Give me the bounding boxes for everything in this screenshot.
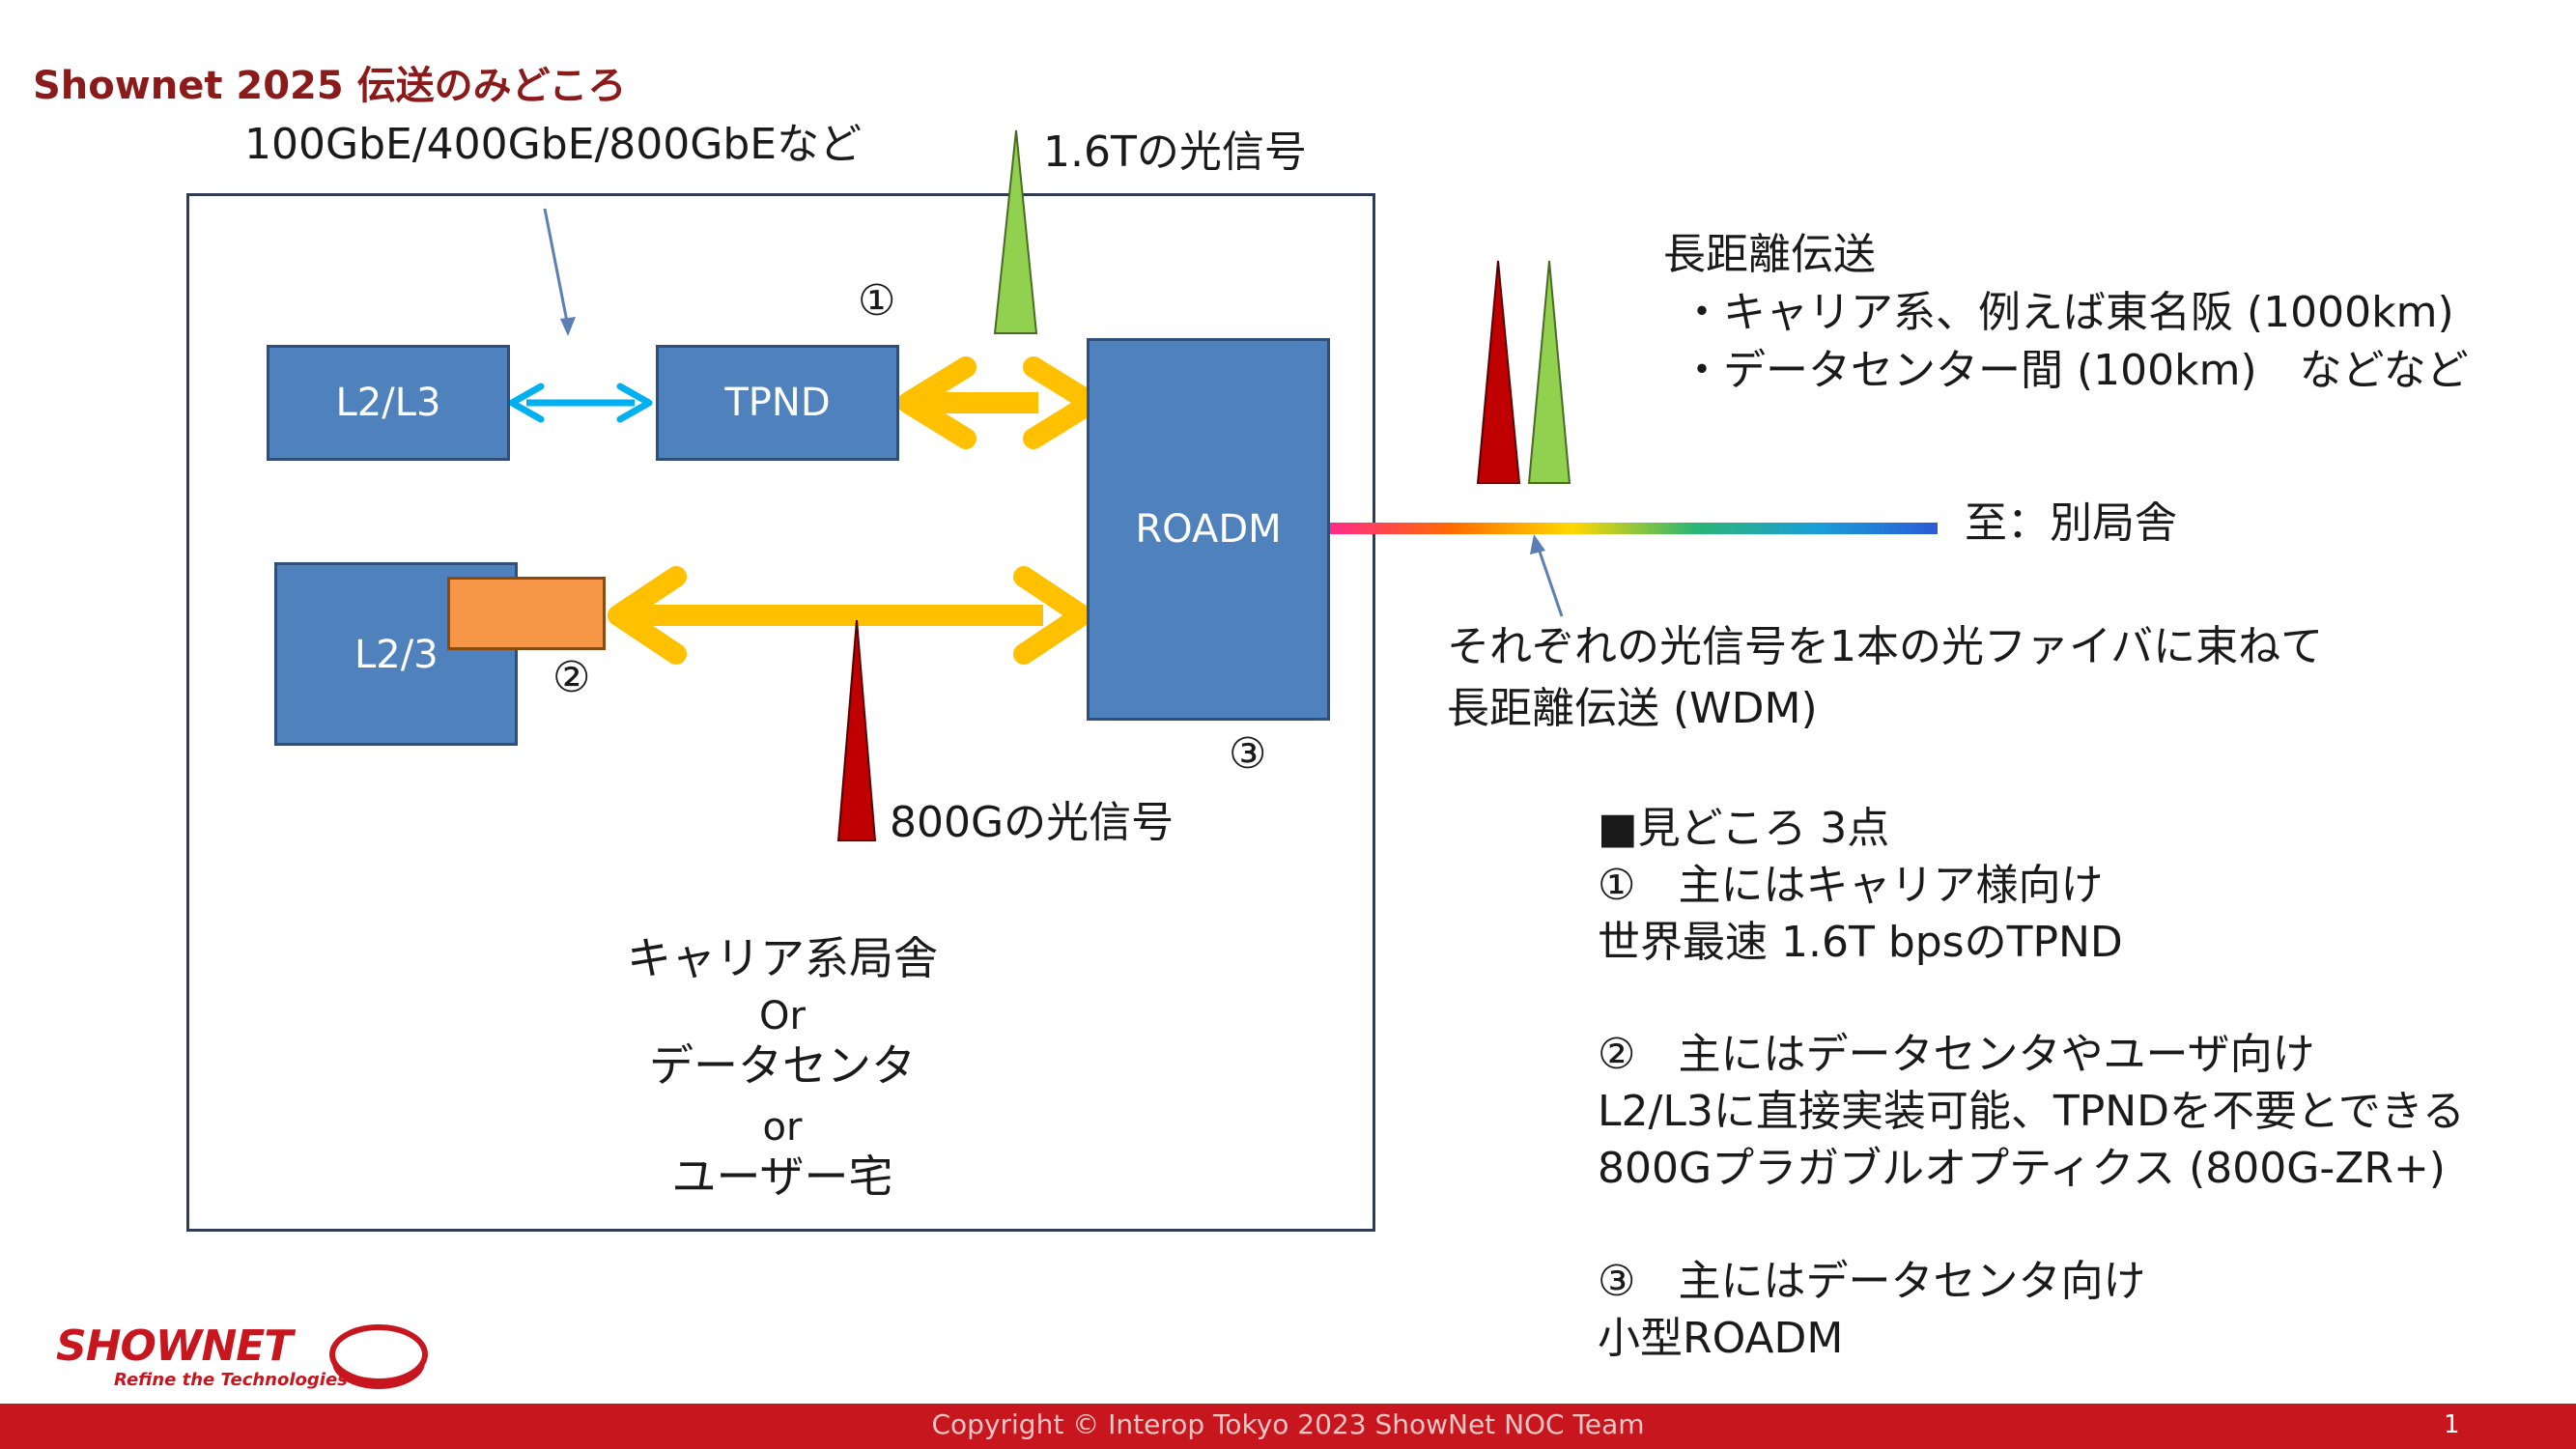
roadm-box: ROADM [1087,338,1330,721]
pluggable-optic-module [447,577,606,650]
highlight-2-body-2: 800Gプラガブルオプティクス (800G-ZR+) [1598,1143,2446,1193]
site-line-5: ユーザー宅 [671,1151,893,1204]
signal-16t-spike [993,129,1038,334]
site-line-3: データセンタ [649,1039,916,1093]
highlight-1-body: 世界最速 1.6T bpsのTPND [1598,917,2123,967]
page-number: 1 [2444,1410,2460,1439]
site-line-1: キャリア系局舎 [627,932,938,984]
marker-1: ① [858,276,896,326]
l2l3-switch-label: L2/L3 [335,381,441,425]
shownet-logo-tagline: Refine the Technologies [114,1370,348,1390]
client-rates-label: 100GbE/400GbE/800GbEなど [244,120,863,169]
longhaul-red-spike [1476,260,1521,484]
signal-800g-label: 800Gの光信号 [890,798,1175,847]
footer-copyright: Copyright © Interop Tokyo 2023 ShowNet N… [931,1408,1645,1440]
signal-800g-spike [836,619,877,841]
tpnd-box: TPND [656,345,899,461]
page-title: Shownet 2025 伝送のみどころ [33,64,627,108]
long-haul-heading: 長距離伝送 [1663,230,1876,279]
marker-2: ② [552,653,591,702]
tpnd-label: TPND [724,381,831,425]
site-description: キャリア系局舎 Or データセンタ or ユーザー宅 [541,932,1024,1205]
highlight-2-title: ② 主にはデータセンタやユーザ向け [1598,1030,2315,1080]
shownet-logo-text: SHOWNET [56,1321,293,1371]
pluggable-roadm-arrow [608,566,1092,665]
l2l3-switch-box: L2/L3 [267,345,510,461]
roadm-label: ROADM [1135,507,1282,552]
signal-16t-label: 1.6Tの光信号 [1043,128,1307,177]
highlight-1-title: ① 主にはキャリア様向け [1598,860,2104,910]
marker-3: ③ [1229,729,1267,779]
highlight-2-body-1: L2/L3に直接実装可能、TPNDを不要とできる [1598,1087,2465,1137]
long-haul-item-2: ・データセンター間 (100km) などなど [1681,346,2469,395]
wdm-desc-line-2: 長距離伝送 (WDM) [1447,684,1818,733]
shownet-logo-disc-icon [329,1324,428,1389]
highlight-3-body: 小型ROADM [1598,1313,1844,1363]
site-line-4: or [762,1105,803,1151]
highlights-heading: ■見どころ 3点 [1598,804,1890,853]
highlight-3-title: ③ 主にはデータセンタ向け [1598,1256,2146,1306]
footer-bar [0,1404,2576,1449]
destination-label: 至：別局舎 [1965,498,2177,548]
site-frame [186,193,1375,1232]
wdm-desc-line-1: それぞれの光信号を1本の光ファイバに束ねて [1447,622,2324,671]
client-link-arrow [508,383,653,423]
highlights-section: ■見どころ 3点 ① 主にはキャリア様向け 世界最速 1.6T bpsのTPND… [1598,804,2465,1364]
wdm-pointer [1530,534,1564,617]
l23-switch-label: L2/3 [354,633,439,677]
wdm-fiber-line [1329,523,1938,534]
client-rates-pointer [543,208,576,336]
site-line-2: Or [759,994,806,1039]
long-haul-item-1: ・キャリア系、例えば東名阪 (1000km) [1681,288,2454,337]
longhaul-green-spike [1527,260,1571,484]
tpnd-roadm-arrow [897,356,1102,449]
